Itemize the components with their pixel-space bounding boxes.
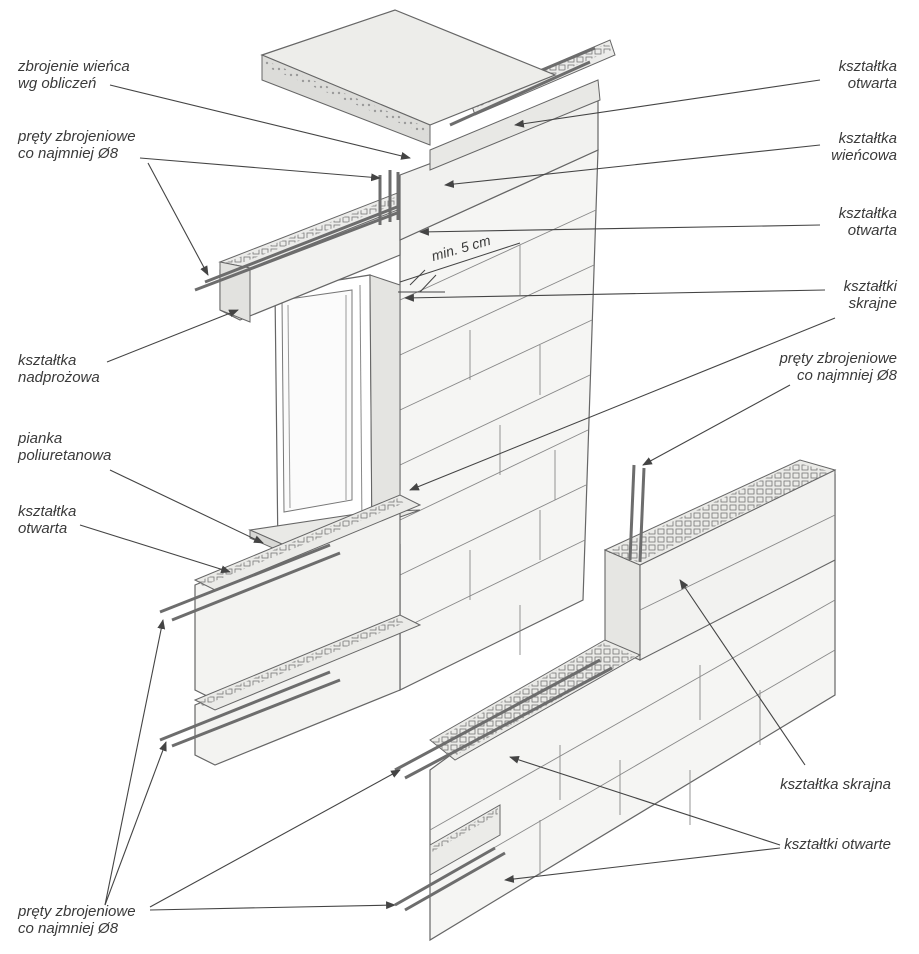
- label-line: co najmniej Ø8: [18, 920, 119, 937]
- label-ksztaltka-nadprozowa: kształtka nadprożowa: [18, 352, 100, 386]
- label-line: zbrojenie wieńca: [18, 58, 130, 75]
- label-line: pianka: [18, 430, 63, 447]
- label-zbrojenie-wienca: zbrojenie wieńca wg obliczeń: [18, 58, 130, 92]
- label-ksztaltka-otwarta-top-right: kształtka otwarta: [839, 58, 897, 92]
- label-line: pręty zbrojeniowe: [779, 350, 897, 367]
- label-line: kształtka: [18, 503, 77, 520]
- label-prety-right: pręty zbrojeniowe co najmniej Ø8: [779, 350, 897, 384]
- label-line: nadprożowa: [18, 369, 100, 386]
- label-line: kształtki otwarte: [784, 836, 891, 853]
- leader-lines: [79, 79, 836, 911]
- label-ksztaltka-otwarta-left: kształtka otwarta: [18, 503, 76, 537]
- wall-course-lines: [399, 209, 597, 655]
- label-ksztaltki-otwarte: kształtki otwarte: [784, 836, 891, 853]
- label-line: wieńcowa: [831, 147, 897, 164]
- label-prety-bottom-left: pręty zbrojeniowe co najmniej Ø8: [18, 903, 136, 937]
- dimension-mark: [398, 242, 521, 293]
- label-line: co najmniej Ø8: [18, 145, 119, 162]
- label-line: kształtka: [838, 58, 897, 75]
- label-ksztaltka-otwarta-mid-right: kształtka otwarta: [839, 205, 897, 239]
- label-ksztaltka-skrajna: kształtka skrajna: [780, 776, 891, 793]
- label-line: otwarta: [18, 520, 68, 537]
- floor-slab: [260, 9, 557, 146]
- right-wall: [394, 459, 837, 942]
- label-line: kształtka: [18, 352, 77, 369]
- label-line: co najmniej Ø8: [796, 367, 897, 384]
- label-line: poliuretanowa: [18, 447, 112, 464]
- label-line: wg obliczeń: [18, 75, 97, 92]
- label-ksztaltki-skrajne: kształtki skrajne: [844, 278, 897, 312]
- label-line: otwarta: [847, 75, 897, 92]
- label-line: pręty zbrojeniowe: [18, 903, 136, 920]
- label-line: kształtka skrajna: [780, 776, 891, 793]
- label-prety-top-left: pręty zbrojeniowe co najmniej Ø8: [18, 128, 136, 162]
- label-pianka: pianka poliuretanowa: [18, 430, 111, 464]
- lower-left-blocks: [159, 494, 422, 766]
- label-line: kształtka: [838, 130, 897, 147]
- label-line: kształtka: [838, 205, 897, 222]
- label-line: otwarta: [847, 222, 897, 239]
- label-ksztaltka-wiencowa: kształtka wieńcowa: [831, 130, 897, 164]
- label-line: skrajne: [848, 295, 897, 312]
- label-line: kształtki: [843, 278, 897, 295]
- label-line: pręty zbrojeniowe: [18, 128, 136, 145]
